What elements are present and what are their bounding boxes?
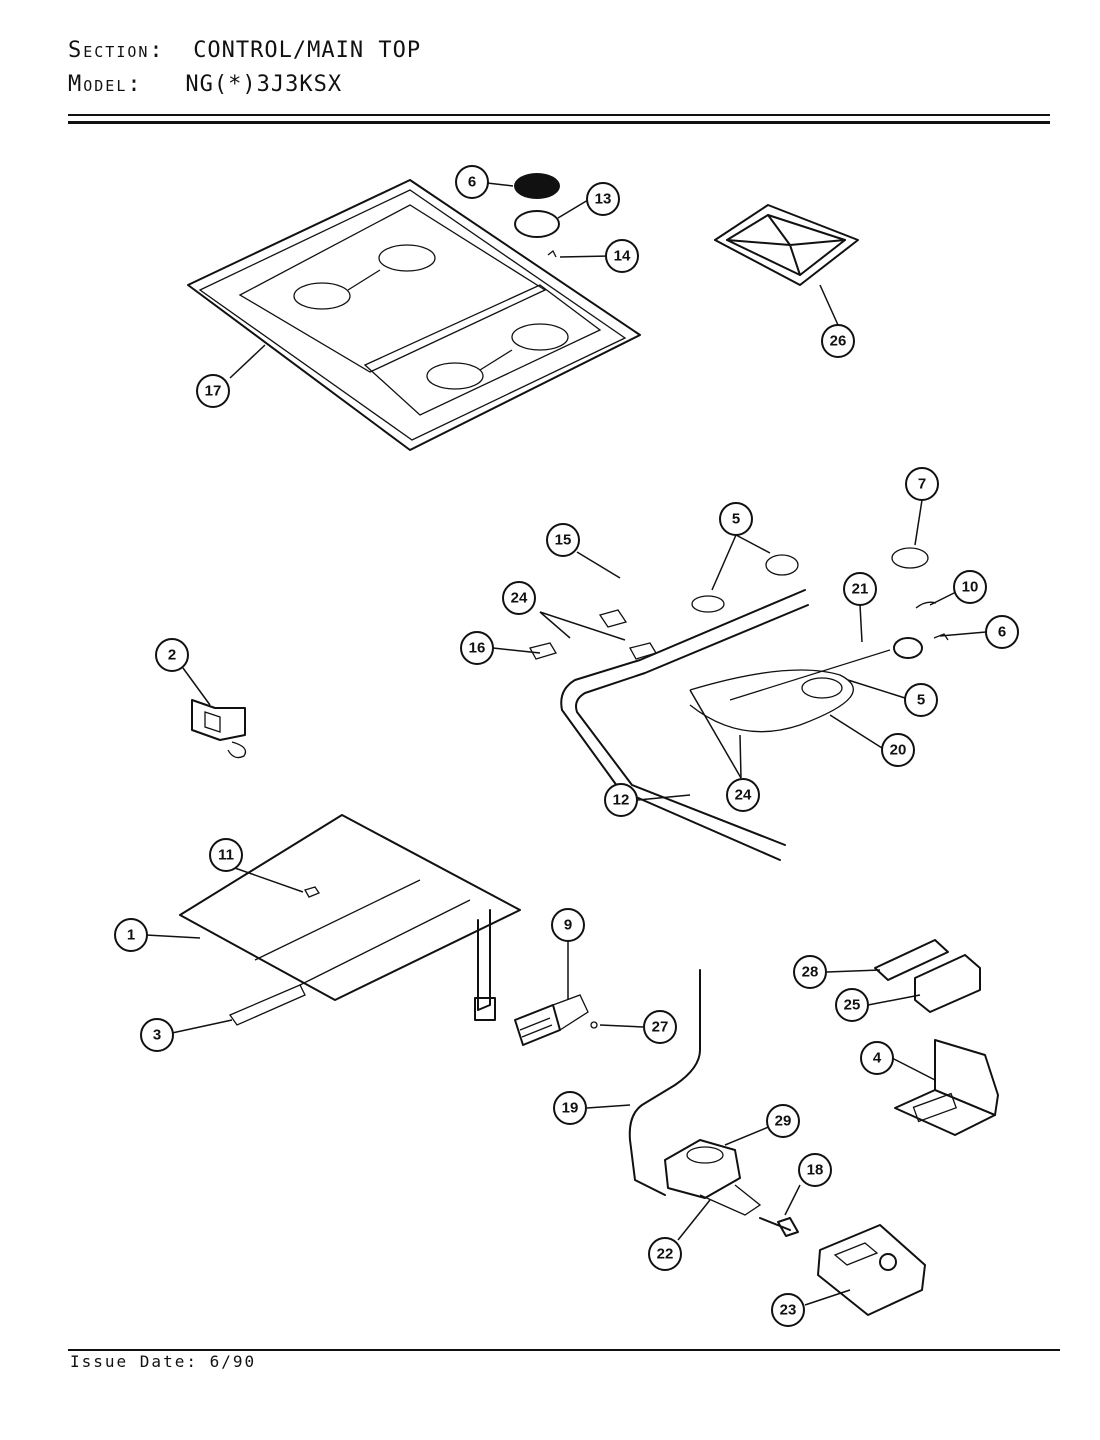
callout-5b: 5 [904,683,938,717]
svg-text:3: 3 [153,1027,161,1044]
callout-21: 21 [843,572,877,606]
callout-13: 13 [586,182,620,216]
svg-text:24: 24 [735,787,752,804]
callout-29: 29 [766,1104,800,1138]
model-value: NG(*)3J3KSX [185,72,343,97]
callout-17: 17 [196,374,230,408]
support-bracket [229,984,306,1026]
callout-19: 19 [553,1091,587,1125]
section-heading: Section: CONTROL/MAIN TOP [68,38,421,63]
callout-22: 22 [648,1237,682,1271]
callout-10: 10 [953,570,987,604]
section-value: CONTROL/MAIN TOP [193,38,422,63]
callout-25: 25 [835,988,869,1022]
pressure-regulator [664,1139,762,1216]
issue-date: Issue Date: 6/90 [70,1352,257,1371]
svg-text:9: 9 [564,917,572,934]
callout-27: 27 [643,1010,677,1044]
callout-4: 4 [860,1041,894,1075]
callout-2: 2 [155,638,189,672]
cap-ring [514,210,560,238]
svg-text:24: 24 [511,590,528,607]
callout-3: 3 [140,1018,174,1052]
callout-20: 20 [881,733,915,767]
ignition-module [191,699,247,759]
svg-text:11: 11 [218,847,234,864]
bracket-plate [874,939,949,981]
svg-text:6: 6 [998,624,1006,641]
svg-text:6: 6 [468,174,476,191]
svg-text:10: 10 [962,579,979,596]
svg-text:4: 4 [873,1050,882,1067]
burner-cap-small [891,547,929,569]
burner-grate [714,204,859,286]
mounting-bracket [894,1039,999,1136]
header-rule-thick [68,121,1050,124]
spring-clip [304,886,320,898]
gas-tube [628,969,701,1196]
callout-11: 11 [209,838,243,872]
screw [547,249,557,258]
orifice-fitting [759,1217,799,1237]
model-label: Model: [68,72,143,97]
svg-text:23: 23 [780,1302,797,1319]
svg-text:15: 15 [555,532,572,549]
svg-text:25: 25 [844,997,861,1014]
callout-24: 24 [502,581,536,615]
main-top-panel [187,179,641,451]
svg-text:29: 29 [775,1113,792,1130]
svg-text:13: 13 [595,191,612,208]
callout-23: 23 [771,1293,805,1327]
callout-8: 7 [905,467,939,501]
model-heading: Model: NG(*)3J3KSX [68,72,342,97]
callout-5: 5 [719,502,753,536]
svg-text:26: 26 [830,333,847,350]
header-rule-thin [68,114,1050,116]
svg-text:20: 20 [890,742,907,759]
section-label: Section: [68,38,165,63]
svg-text:18: 18 [807,1162,824,1179]
igniter-switch [514,994,589,1046]
callout-7: 6 [985,615,1019,649]
callout-12: 12 [604,783,638,817]
callout-16: 16 [460,631,494,665]
spark-module [914,954,981,1013]
screw [590,1021,598,1029]
svg-text:1: 1 [127,927,135,944]
callout-6: 6 [455,165,489,199]
callout-28: 28 [793,955,827,989]
callout-9: 9 [551,908,585,942]
callout-14: 14 [605,239,639,273]
callout-24b: 24 [726,778,760,812]
burner-cap [514,173,560,199]
svg-text:28: 28 [802,964,819,981]
svg-text:21: 21 [852,581,869,598]
svg-text:12: 12 [613,792,630,809]
svg-text:19: 19 [562,1100,579,1117]
footer-rule [68,1349,1060,1351]
svg-text:5: 5 [732,511,740,528]
svg-text:5: 5 [917,692,925,709]
svg-text:17: 17 [205,383,222,400]
callout-18: 18 [798,1153,832,1187]
control-valve [817,1224,926,1316]
burner-manifold [529,554,949,861]
svg-text:27: 27 [652,1019,669,1036]
svg-text:16: 16 [469,640,486,657]
svg-text:7: 7 [918,476,926,493]
callout-1: 1 [114,918,148,952]
svg-text:22: 22 [657,1246,674,1263]
callout-15: 15 [546,523,580,557]
svg-text:2: 2 [168,647,176,664]
burner-box [179,814,521,1021]
callout-26: 26 [821,324,855,358]
svg-text:14: 14 [614,248,631,265]
